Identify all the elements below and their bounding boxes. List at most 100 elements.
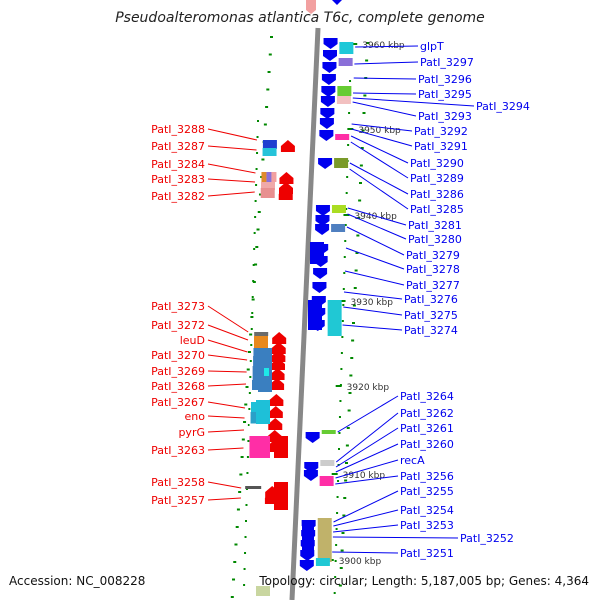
gene-label: PatI_3280 <box>408 233 462 246</box>
gene-leader-line <box>352 101 417 117</box>
gene-label: PatI_3295 <box>418 88 472 101</box>
cog-color-box <box>271 172 277 182</box>
reverse-gene-arrow <box>323 50 337 61</box>
gene-leader-line <box>345 247 405 270</box>
gene-label: pyrG <box>178 426 205 439</box>
right-guide-tick <box>365 59 369 62</box>
gene-leader-line <box>355 45 419 48</box>
cog-color-box <box>266 172 272 182</box>
gene-leader-line <box>333 524 399 533</box>
gene-label: PatI_3292 <box>414 125 468 138</box>
kbp-tick <box>347 128 354 130</box>
right-guide-tick <box>339 567 343 569</box>
gene-label: PatI_3285 <box>410 203 464 216</box>
cog-color-box <box>337 86 352 96</box>
reverse-gene-arrow <box>313 268 328 279</box>
gene-leader-line <box>353 92 417 95</box>
gene-label: PatI_3257 <box>151 494 205 507</box>
left-guide-tick <box>238 491 242 493</box>
left-outer-tick <box>256 136 259 138</box>
cog-color-box <box>327 300 342 336</box>
kbp-label: 3920 kbp <box>347 383 390 393</box>
gene-label: PatI_3269 <box>151 365 205 378</box>
gene-label: PatI_3289 <box>410 172 464 185</box>
left-guide-tick <box>240 456 244 458</box>
right-outer-tick <box>335 544 338 546</box>
forward-gene-arrow <box>271 358 285 370</box>
cog-color-box <box>254 436 270 458</box>
kbp-label: 3930 kbp <box>351 298 394 308</box>
left-outer-tick <box>256 152 259 154</box>
right-outer-tick <box>349 80 352 82</box>
left-outer-tick <box>250 328 253 330</box>
cog-color-box <box>321 430 336 434</box>
forward-gene-arrow <box>269 394 284 406</box>
forward-gene-arrow <box>271 350 286 362</box>
gene-label: PatI_3252 <box>460 532 514 545</box>
gene-label: eno <box>185 410 206 423</box>
kbp-tick <box>339 300 346 302</box>
kbp-tick <box>351 43 358 45</box>
cog-color-box <box>339 42 354 54</box>
forward-gene-arrow <box>272 332 287 344</box>
gene-leader-line <box>342 324 403 331</box>
reverse-gene-arrow <box>319 118 334 129</box>
gene-label: PatI_3253 <box>400 519 454 532</box>
gene-label: PatI_3284 <box>151 158 205 171</box>
cog-color-box <box>249 423 265 433</box>
right-guide-tick <box>352 304 356 307</box>
right-outer-tick <box>333 592 336 594</box>
reverse-gene-arrow <box>323 38 338 49</box>
left-guide-tick <box>263 123 267 126</box>
reverse-gene-arrow <box>315 205 330 216</box>
left-outer-tick <box>243 584 246 586</box>
gene-leader-line <box>351 123 413 132</box>
right-outer-tick <box>338 432 341 434</box>
left-guide-tick <box>254 263 258 266</box>
right-guide-tick <box>350 357 354 359</box>
forward-gene-arrow <box>268 406 283 418</box>
cog-color-box <box>336 96 351 104</box>
right-guide-tick <box>366 42 369 44</box>
right-guide-tick <box>352 322 355 324</box>
left-outer-tick <box>246 456 249 458</box>
right-outer-tick <box>336 496 339 498</box>
gene-label: PatI_3261 <box>400 422 454 435</box>
gene-leader-line <box>207 447 244 451</box>
kbp-tick <box>343 214 350 216</box>
cog-color-box <box>331 205 346 213</box>
left-guide-tick <box>233 561 237 563</box>
left-guide-tick <box>265 106 269 108</box>
gene-leader-line <box>337 395 399 433</box>
right-outer-tick <box>338 448 340 450</box>
right-guide-tick <box>363 94 367 97</box>
right-outer-tick <box>345 208 348 210</box>
kbp-label: 3910 kbp <box>343 471 386 481</box>
left-guide-tick <box>243 421 247 423</box>
reverse-gene-arrow <box>318 158 333 169</box>
gene-label: PatI_3276 <box>404 293 458 306</box>
right-guide-tick <box>359 182 362 184</box>
right-outer-tick <box>335 528 338 530</box>
right-guide-tick <box>353 287 357 289</box>
cog-color-box <box>264 368 269 376</box>
cog-color-box <box>335 134 350 140</box>
gene-leader-line <box>207 415 245 419</box>
gene-label: PatI_3262 <box>400 407 454 420</box>
gene-label: PatI_3294 <box>476 100 530 113</box>
gene-label: PatI_3282 <box>151 190 205 203</box>
left-outer-tick <box>255 168 258 170</box>
right-guide-tick <box>342 514 346 517</box>
forward-gene-block <box>274 436 288 458</box>
gene-leader-line <box>335 412 399 463</box>
left-guide-tick <box>235 526 239 528</box>
gene-leader-line <box>207 370 247 373</box>
cog-color-box <box>317 518 332 562</box>
gene-label: PatI_3254 <box>400 504 454 517</box>
left-outer-tick <box>244 536 247 538</box>
left-guide-tick <box>258 193 262 196</box>
gene-leader-line <box>207 354 248 361</box>
gene-label: PatI_3260 <box>400 438 454 451</box>
right-outer-tick <box>344 224 347 226</box>
right-guide-tick <box>356 234 360 237</box>
